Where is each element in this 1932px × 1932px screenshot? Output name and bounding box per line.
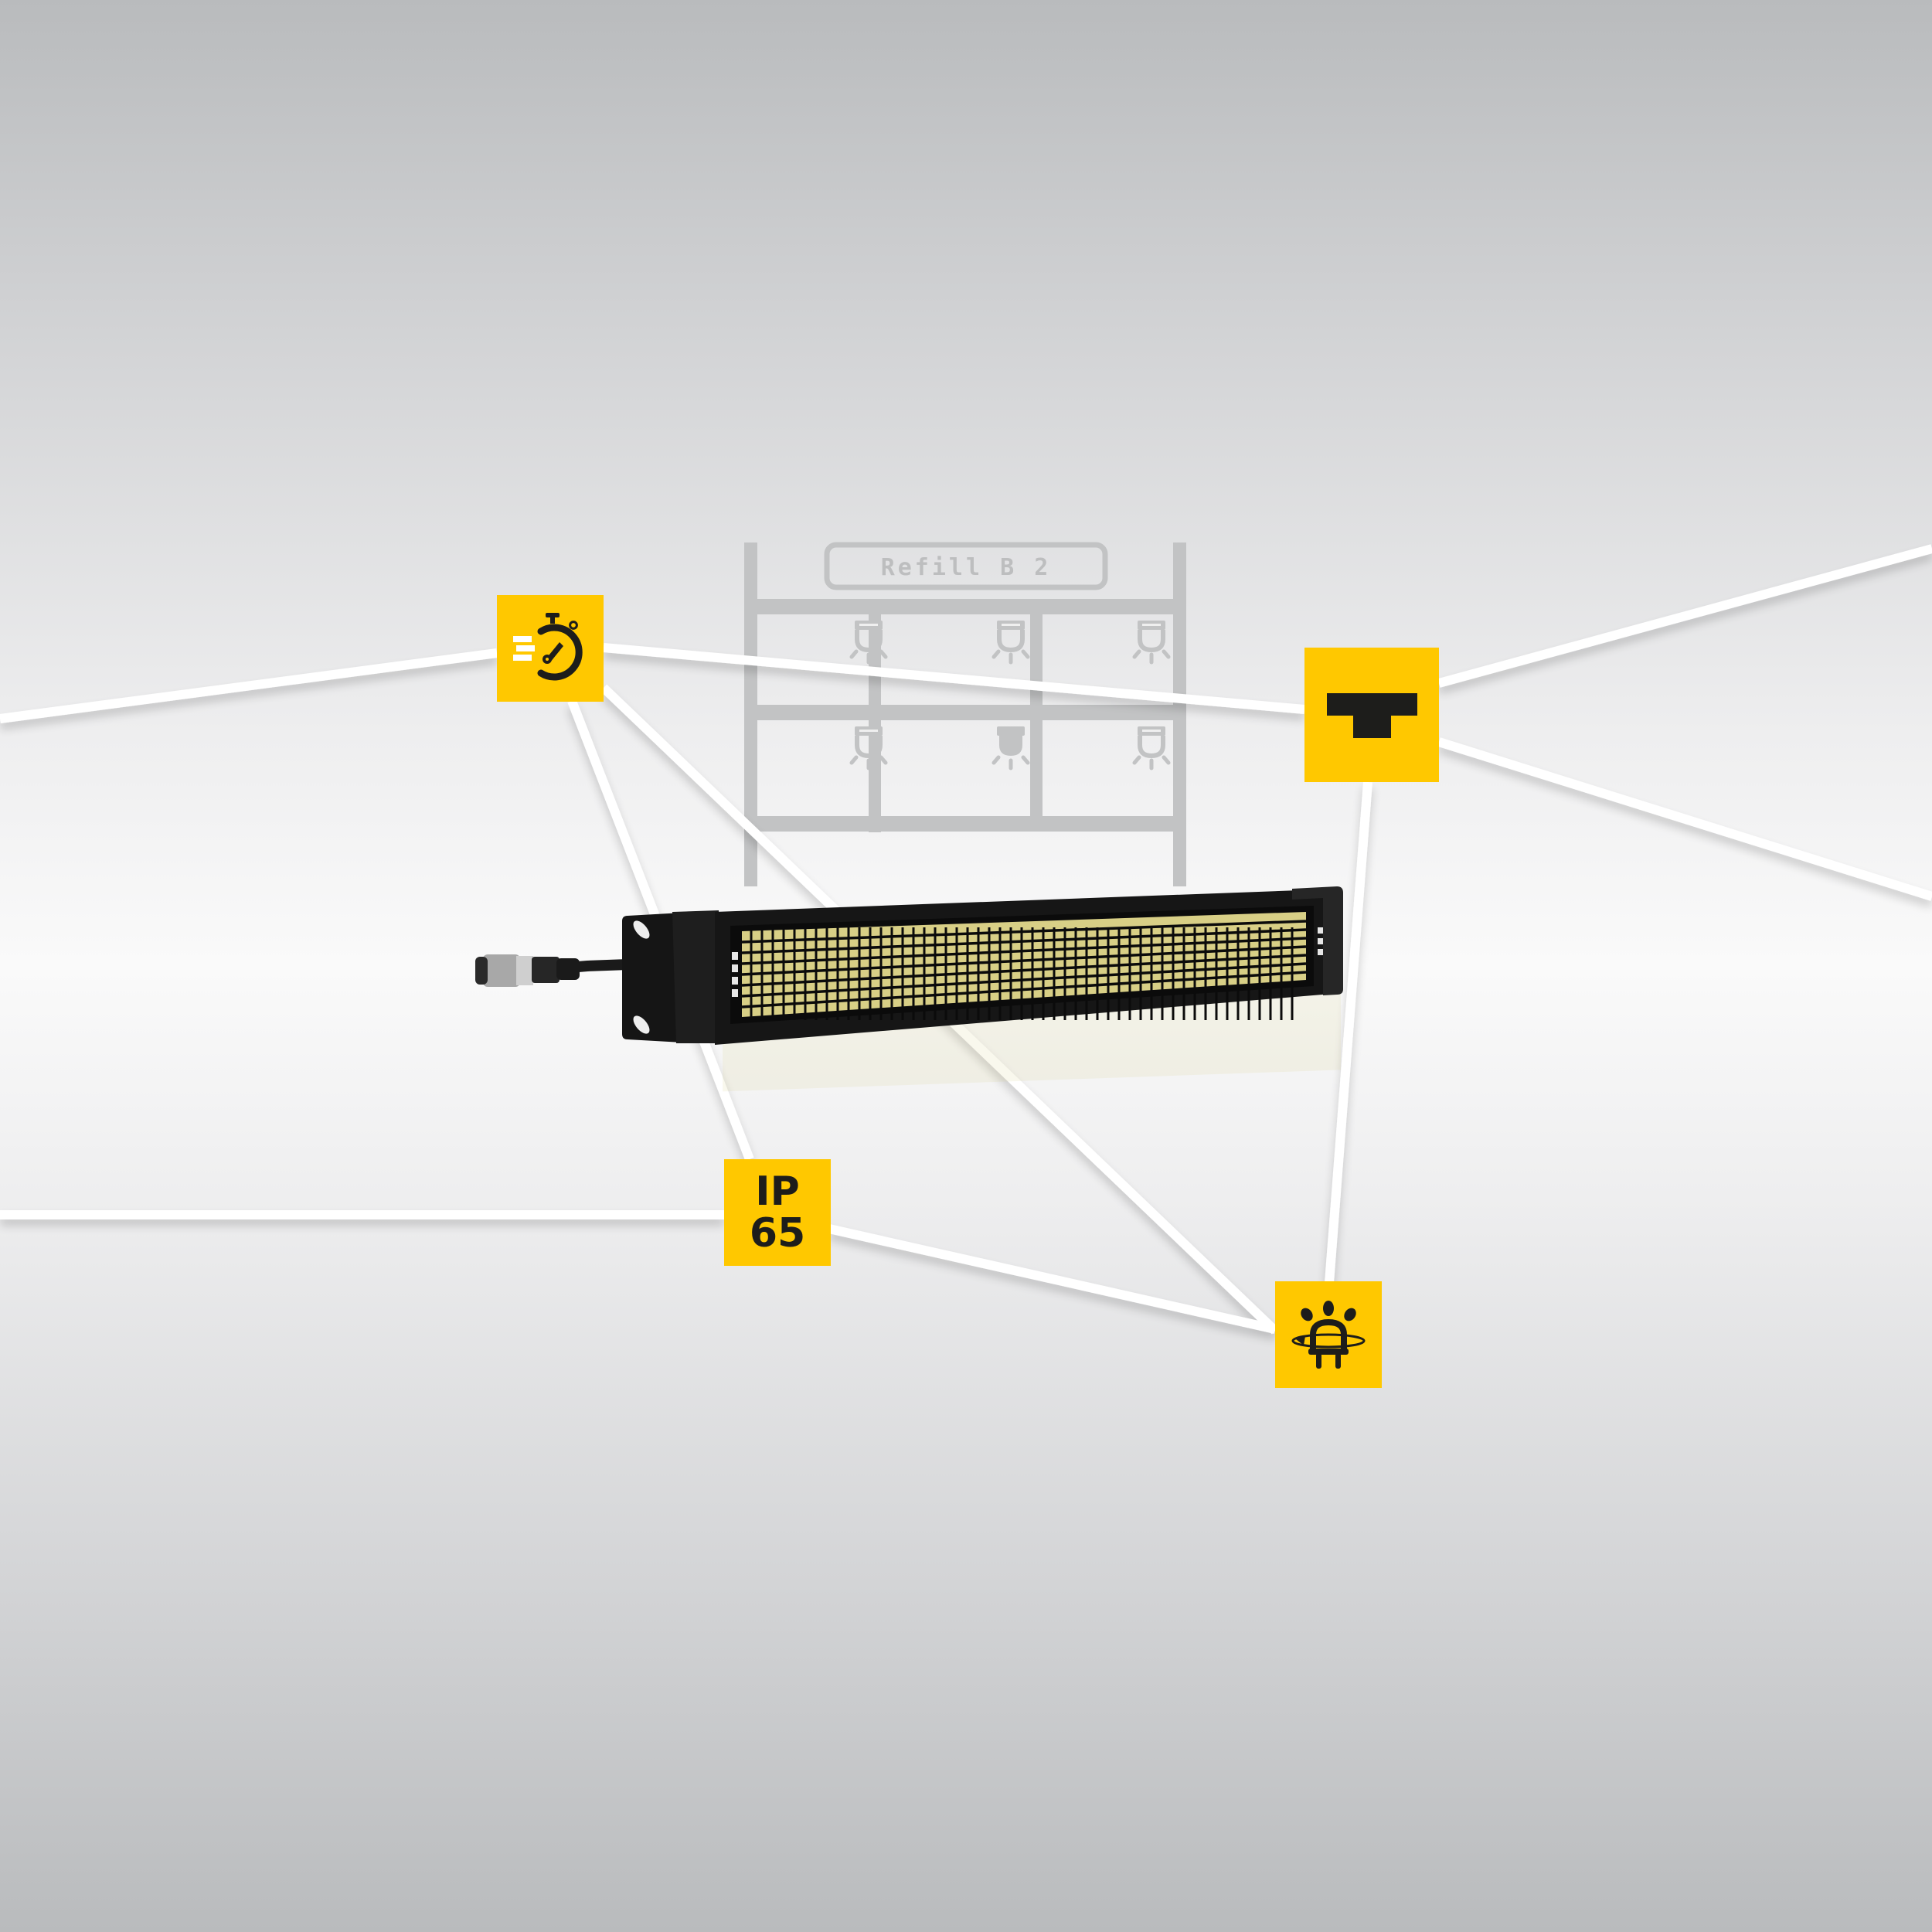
stopwatch-speed-icon	[513, 613, 583, 681]
ip-rating-value: 65	[749, 1210, 806, 1257]
rotating-led-icon	[1291, 1301, 1366, 1369]
rack-display-label: Refill B 2	[881, 554, 1052, 581]
badge-ip65: IP 65	[724, 1159, 831, 1266]
rack-illustration: Refill B 2	[744, 542, 1186, 886]
badge-slim-profile	[1304, 648, 1439, 782]
ip-label: IP	[755, 1168, 800, 1215]
led-matrix	[732, 912, 1323, 1020]
t-profile-icon	[1327, 693, 1417, 738]
ip65-rating: IP 65	[750, 1171, 805, 1254]
product-display-device	[475, 886, 1343, 1092]
badge-fast-response	[497, 595, 604, 702]
badge-rotating-led	[1275, 1281, 1382, 1388]
